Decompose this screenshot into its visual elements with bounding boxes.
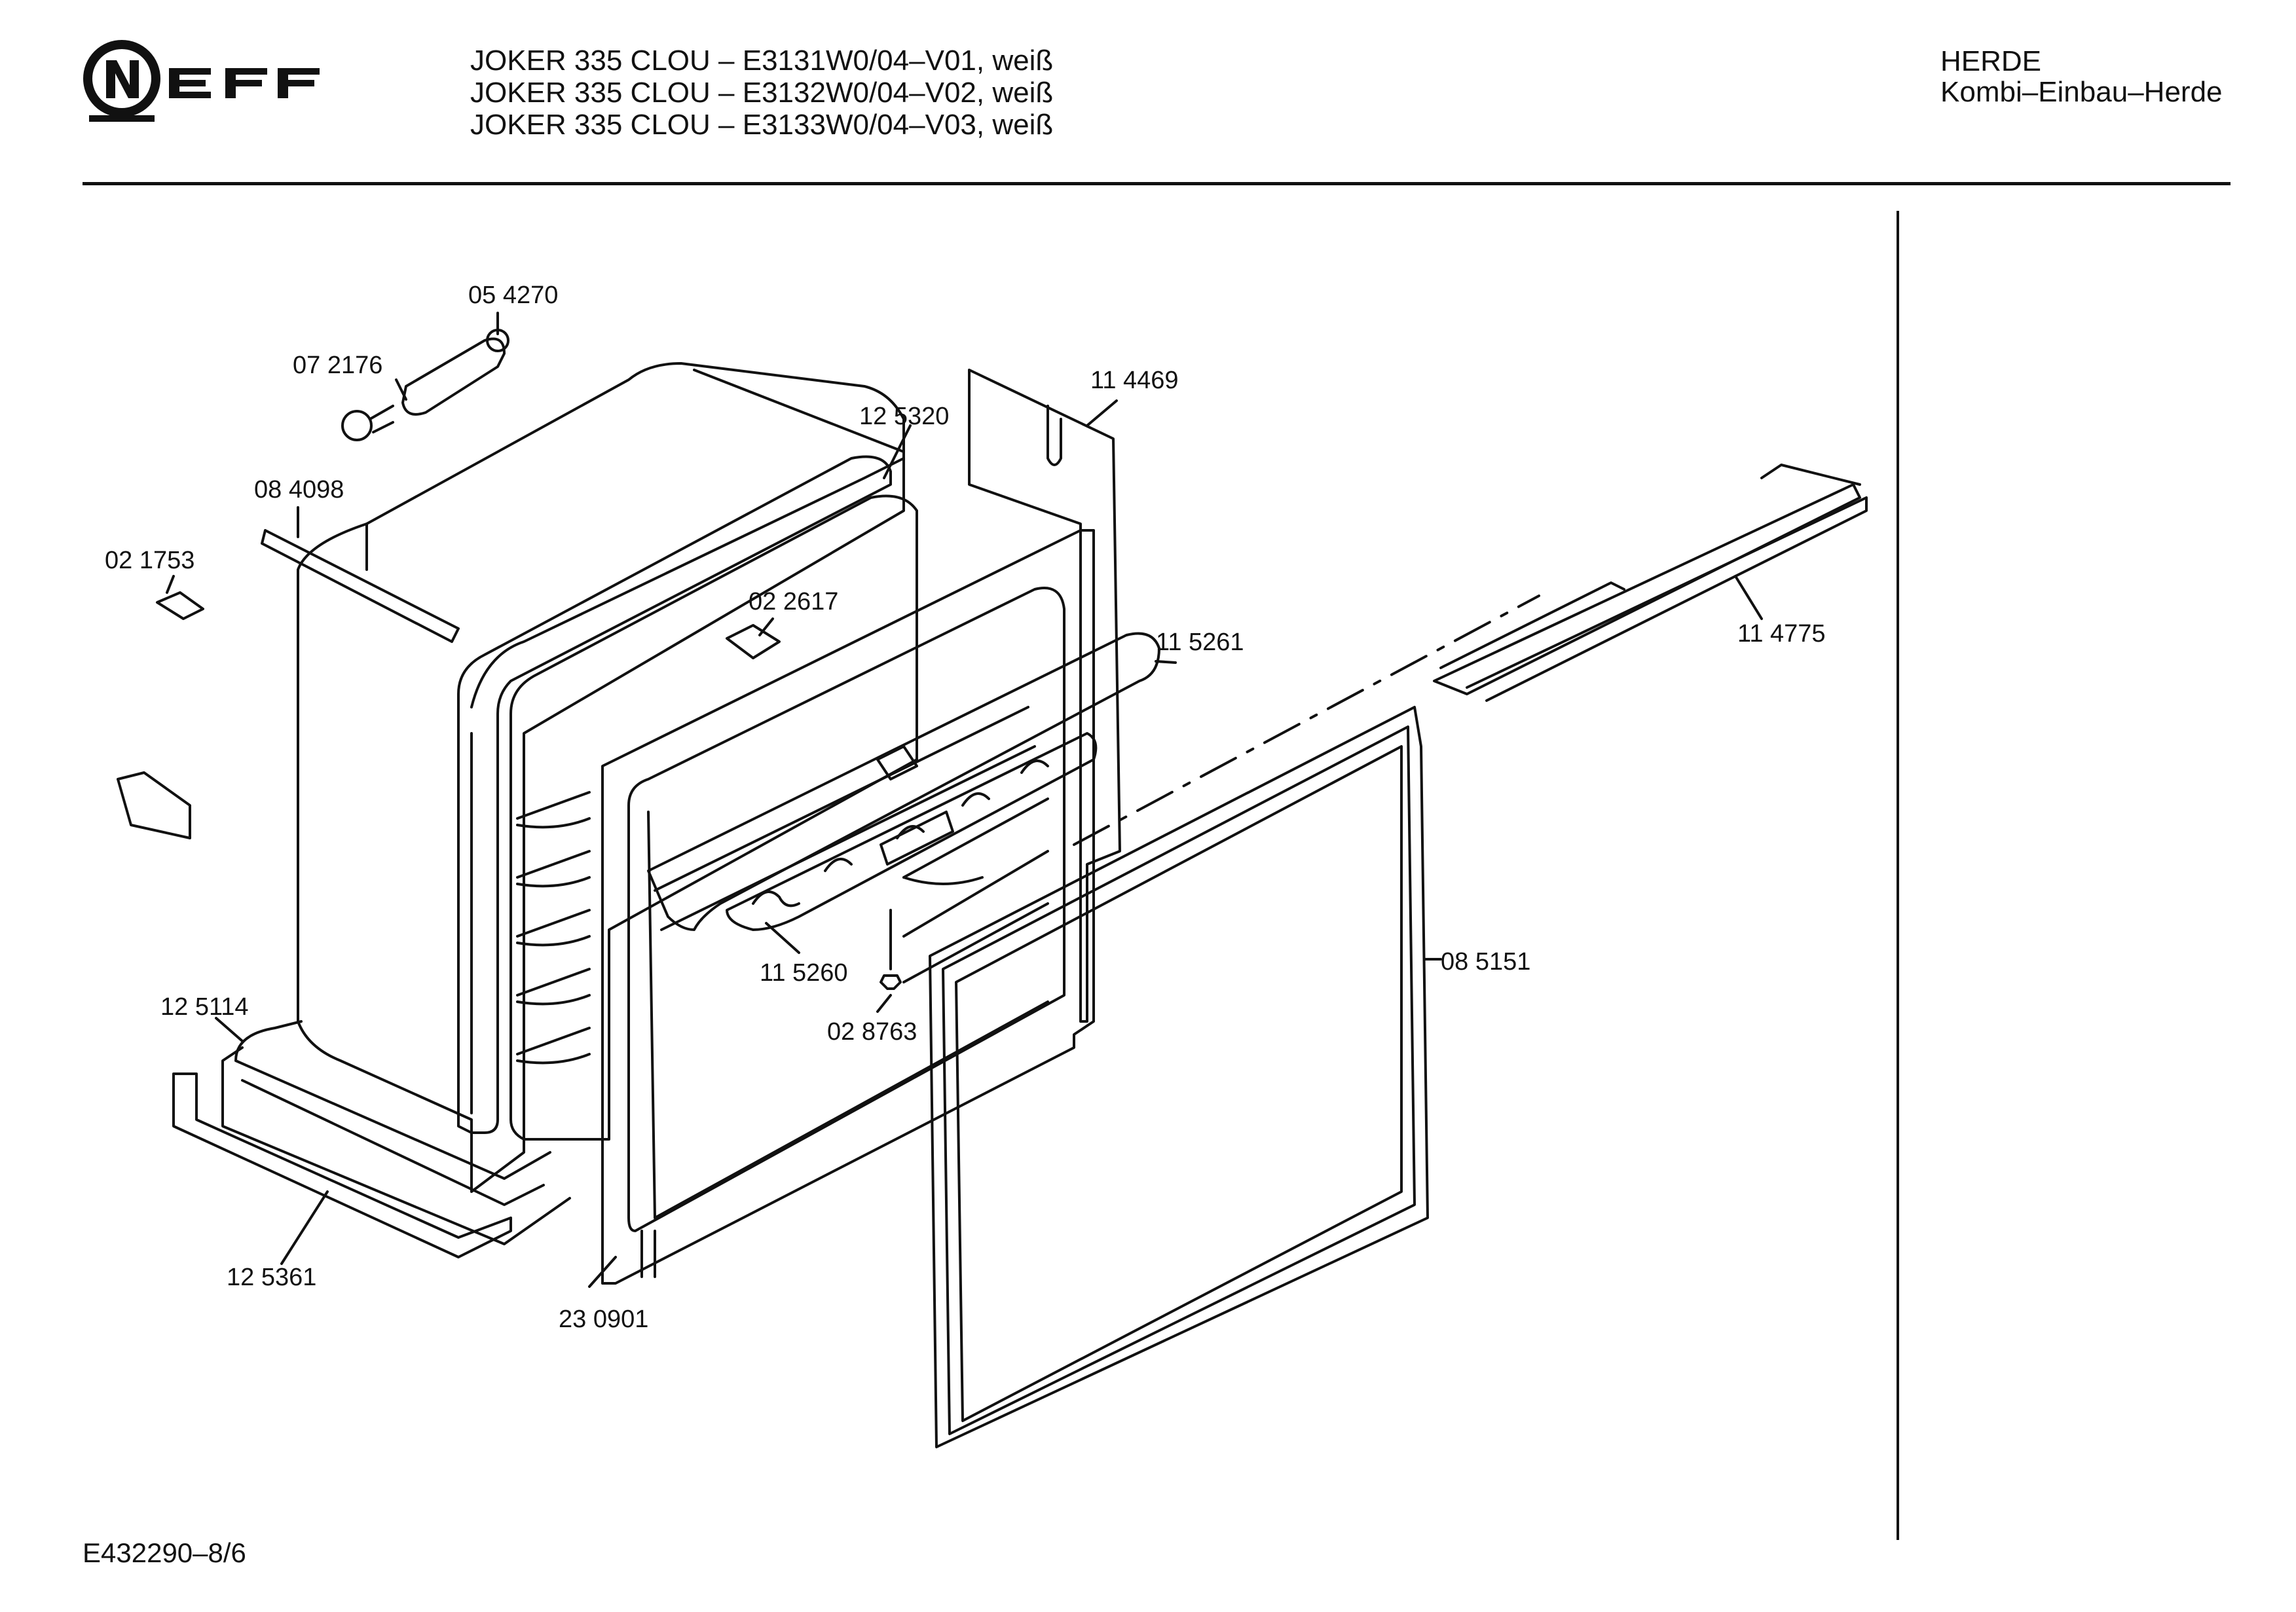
part-label-114775: 11 4775 [1737, 620, 1826, 648]
model-list: JOKER 335 CLOU – E3131W0/04–V01, weiß JO… [470, 45, 1053, 141]
model-line-3: JOKER 335 CLOU – E3133W0/04–V03, weiß [470, 109, 1054, 141]
part-label-115261: 11 5261 [1156, 629, 1244, 656]
muffle-front [457, 455, 892, 1134]
part-label-125114: 12 5114 [160, 993, 249, 1021]
header-divider [83, 182, 2231, 185]
side-divider [1897, 211, 1899, 1540]
bracket [117, 771, 191, 839]
part-label-028763: 02 8763 [827, 1018, 917, 1046]
part-label-230901: 23 0901 [559, 1306, 649, 1333]
heating-element [726, 732, 1098, 931]
model-line-1: JOKER 335 CLOU – E3131W0/04–V01, weiß [470, 45, 1054, 77]
side-rail [1433, 483, 1861, 695]
outer-housing [297, 362, 905, 1193]
support-rod [261, 529, 460, 643]
category-title: HERDE [1940, 45, 2042, 77]
part-label-084098: 08 4098 [254, 476, 344, 504]
category-block: HERDE Kombi–Einbau–Herde [1940, 46, 2223, 107]
part-label-021753: 02 1753 [105, 547, 195, 574]
lamp-holder [401, 337, 506, 416]
screw-028763 [880, 974, 902, 990]
part-label-054270: 05 4270 [468, 282, 559, 309]
part-label-125320: 12 5320 [859, 403, 950, 430]
top-heater-cover [647, 632, 1160, 931]
category-subtitle: Kombi–Einbau–Herde [1940, 76, 2223, 108]
door-seal [929, 706, 1429, 1448]
part-label-072176: 07 2176 [293, 352, 383, 379]
part-label-085151: 08 5151 [1441, 948, 1531, 976]
model-line-2: JOKER 335 CLOU – E3132W0/04–V02, weiß [470, 77, 1054, 109]
part-label-022617: 02 2617 [749, 588, 839, 615]
front-panel [601, 529, 1095, 1285]
inner-muffle [509, 494, 918, 1141]
part-label-114469: 11 4469 [1090, 367, 1179, 394]
document-code: E432290–8/6 [83, 1537, 246, 1568]
clip-021753 [156, 591, 204, 620]
part-label-115260: 11 5260 [760, 959, 848, 987]
lamp-bulb [341, 410, 373, 441]
back-wall [968, 369, 1121, 1023]
bottom-tray [172, 1072, 512, 1258]
part-label-125361: 12 5361 [227, 1264, 317, 1291]
small-clip-022617 [726, 624, 781, 659]
bottom-heater [234, 1020, 551, 1206]
neff-logo [83, 40, 320, 122]
